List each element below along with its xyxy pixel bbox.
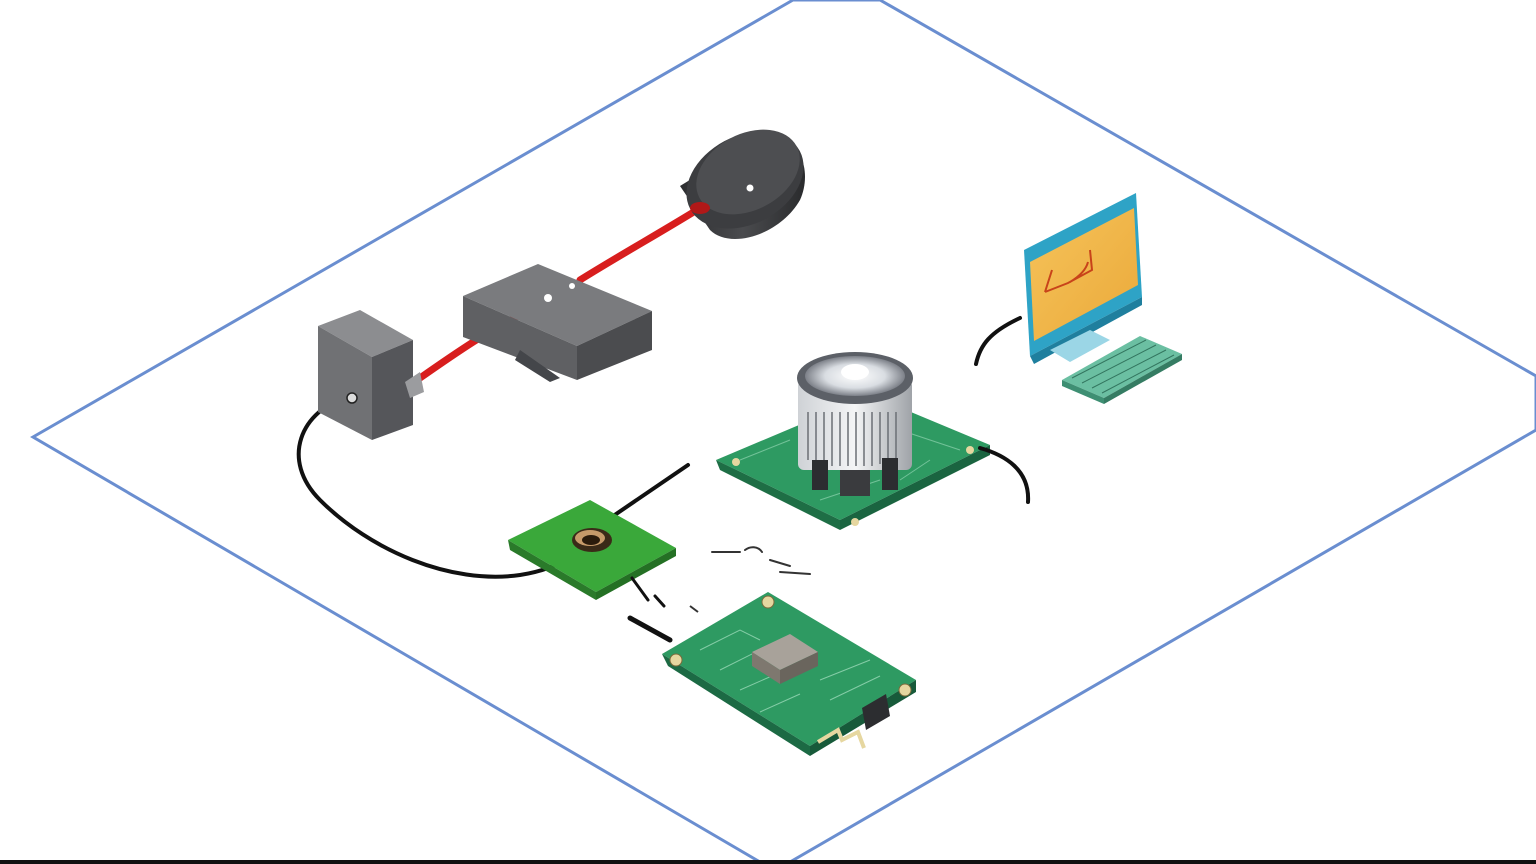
block-icon xyxy=(463,264,652,382)
cylinder-laser-icon xyxy=(680,129,805,239)
connector-marks xyxy=(627,546,811,643)
monitor-icon xyxy=(974,193,1142,366)
pcb-icon xyxy=(662,592,916,756)
sensor-chip-icon xyxy=(508,463,690,608)
bottom-bar xyxy=(0,860,1536,864)
camera-lens-icon xyxy=(716,352,1031,530)
keyboard-icon xyxy=(1062,336,1182,404)
red-optical-fiber-segment xyxy=(576,201,709,284)
box-icon xyxy=(318,310,424,440)
black-signal-cable xyxy=(296,394,577,579)
